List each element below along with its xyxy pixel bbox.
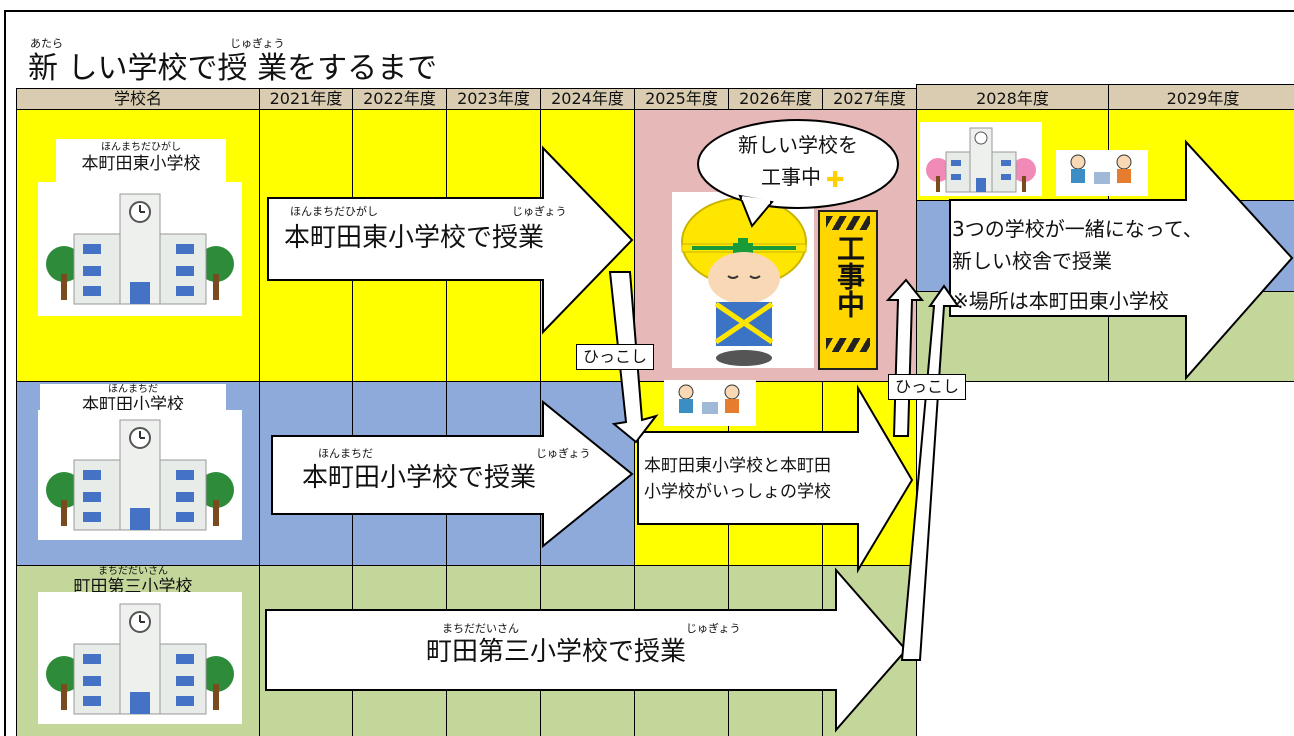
new-school-icon [920, 122, 1042, 196]
school-ruby-honmachida: ほんまちだ [108, 384, 158, 395]
arrow-text-higashi: 本町田東小学校で授業 [284, 223, 545, 253]
speech-line2: 工事中 [761, 165, 821, 189]
school-label-higashi: 本町田東小学校 [81, 154, 201, 174]
children-moving-icon [664, 380, 756, 426]
title-ruby-atara: あたら [30, 37, 63, 50]
move-arrow-up-1 [885, 278, 925, 437]
sign-text: 工事中 [833, 234, 866, 318]
title-ruby-jugyou: じゅぎょう [230, 37, 285, 50]
outer-frame [4, 10, 1294, 736]
arrow-ruby-higashi-2: じゅぎょう [512, 205, 567, 218]
arrow-ruby-honmachida-1: ほんまちだ [318, 447, 373, 460]
arrow-ruby-higashi-1: ほんまちだひがし [290, 205, 378, 218]
move-arrow-up-2 [900, 284, 960, 661]
school-ruby-daisan: まちだだいさん [98, 566, 168, 577]
arrow-higashi [267, 145, 634, 335]
merged-text-line1: 3つの学校が一緒になって、 [952, 217, 1203, 241]
children-moving-icon [1056, 150, 1148, 196]
merged-text-line2: 新しい校舎で授業 [952, 249, 1112, 273]
page-title: 新 しい学校で授 業をするまで [28, 51, 438, 86]
plus-icon: ✚ [826, 168, 845, 193]
school-building-icon [38, 182, 242, 316]
arrow-text-daisan: 町田第三小学校で授業 [426, 637, 687, 667]
arrow-honmachida [271, 399, 634, 549]
arrow-daisan [265, 567, 908, 733]
combined-text-line1: 本町田東小学校と本町田 [644, 456, 831, 476]
sign-stripes-top [826, 216, 870, 230]
school-name-higashi: ほんまちだひがし 本町田東小学校 [56, 139, 226, 185]
move-label-1: ひっこし [576, 344, 655, 370]
arrow-text-honmachida: 本町田小学校で授業 [302, 463, 537, 493]
combined-text-line2: 小学校がいっしょの学校 [644, 482, 831, 502]
construction-worker-icon [672, 192, 814, 368]
speech-bubble [697, 119, 899, 228]
arrow-ruby-daisan-1: まちだだいさん [442, 622, 519, 635]
arrow-ruby-honmachida-2: じゅぎょう [536, 447, 591, 460]
school-ruby-higashi: ほんまちだひがし [101, 142, 181, 153]
header-year-2026: 2026年度 [728, 88, 823, 110]
school-building-icon [38, 592, 242, 724]
school-building-icon [38, 410, 242, 540]
header-year-2021: 2021年度 [259, 88, 353, 110]
sign-stripes-bottom [826, 338, 870, 352]
construction-sign: 工事中 [818, 210, 878, 370]
move-label-2: ひっこし [888, 374, 967, 400]
header-year-2022: 2022年度 [352, 88, 447, 110]
merged-text-line3: ※場所は本町田東小学校 [952, 289, 1169, 313]
arrow-merged [949, 139, 1294, 381]
arrow-ruby-daisan-2: じゅぎょう [686, 622, 741, 635]
arrow-combined [637, 384, 914, 574]
speech-line1: 新しい学校を [738, 133, 858, 157]
